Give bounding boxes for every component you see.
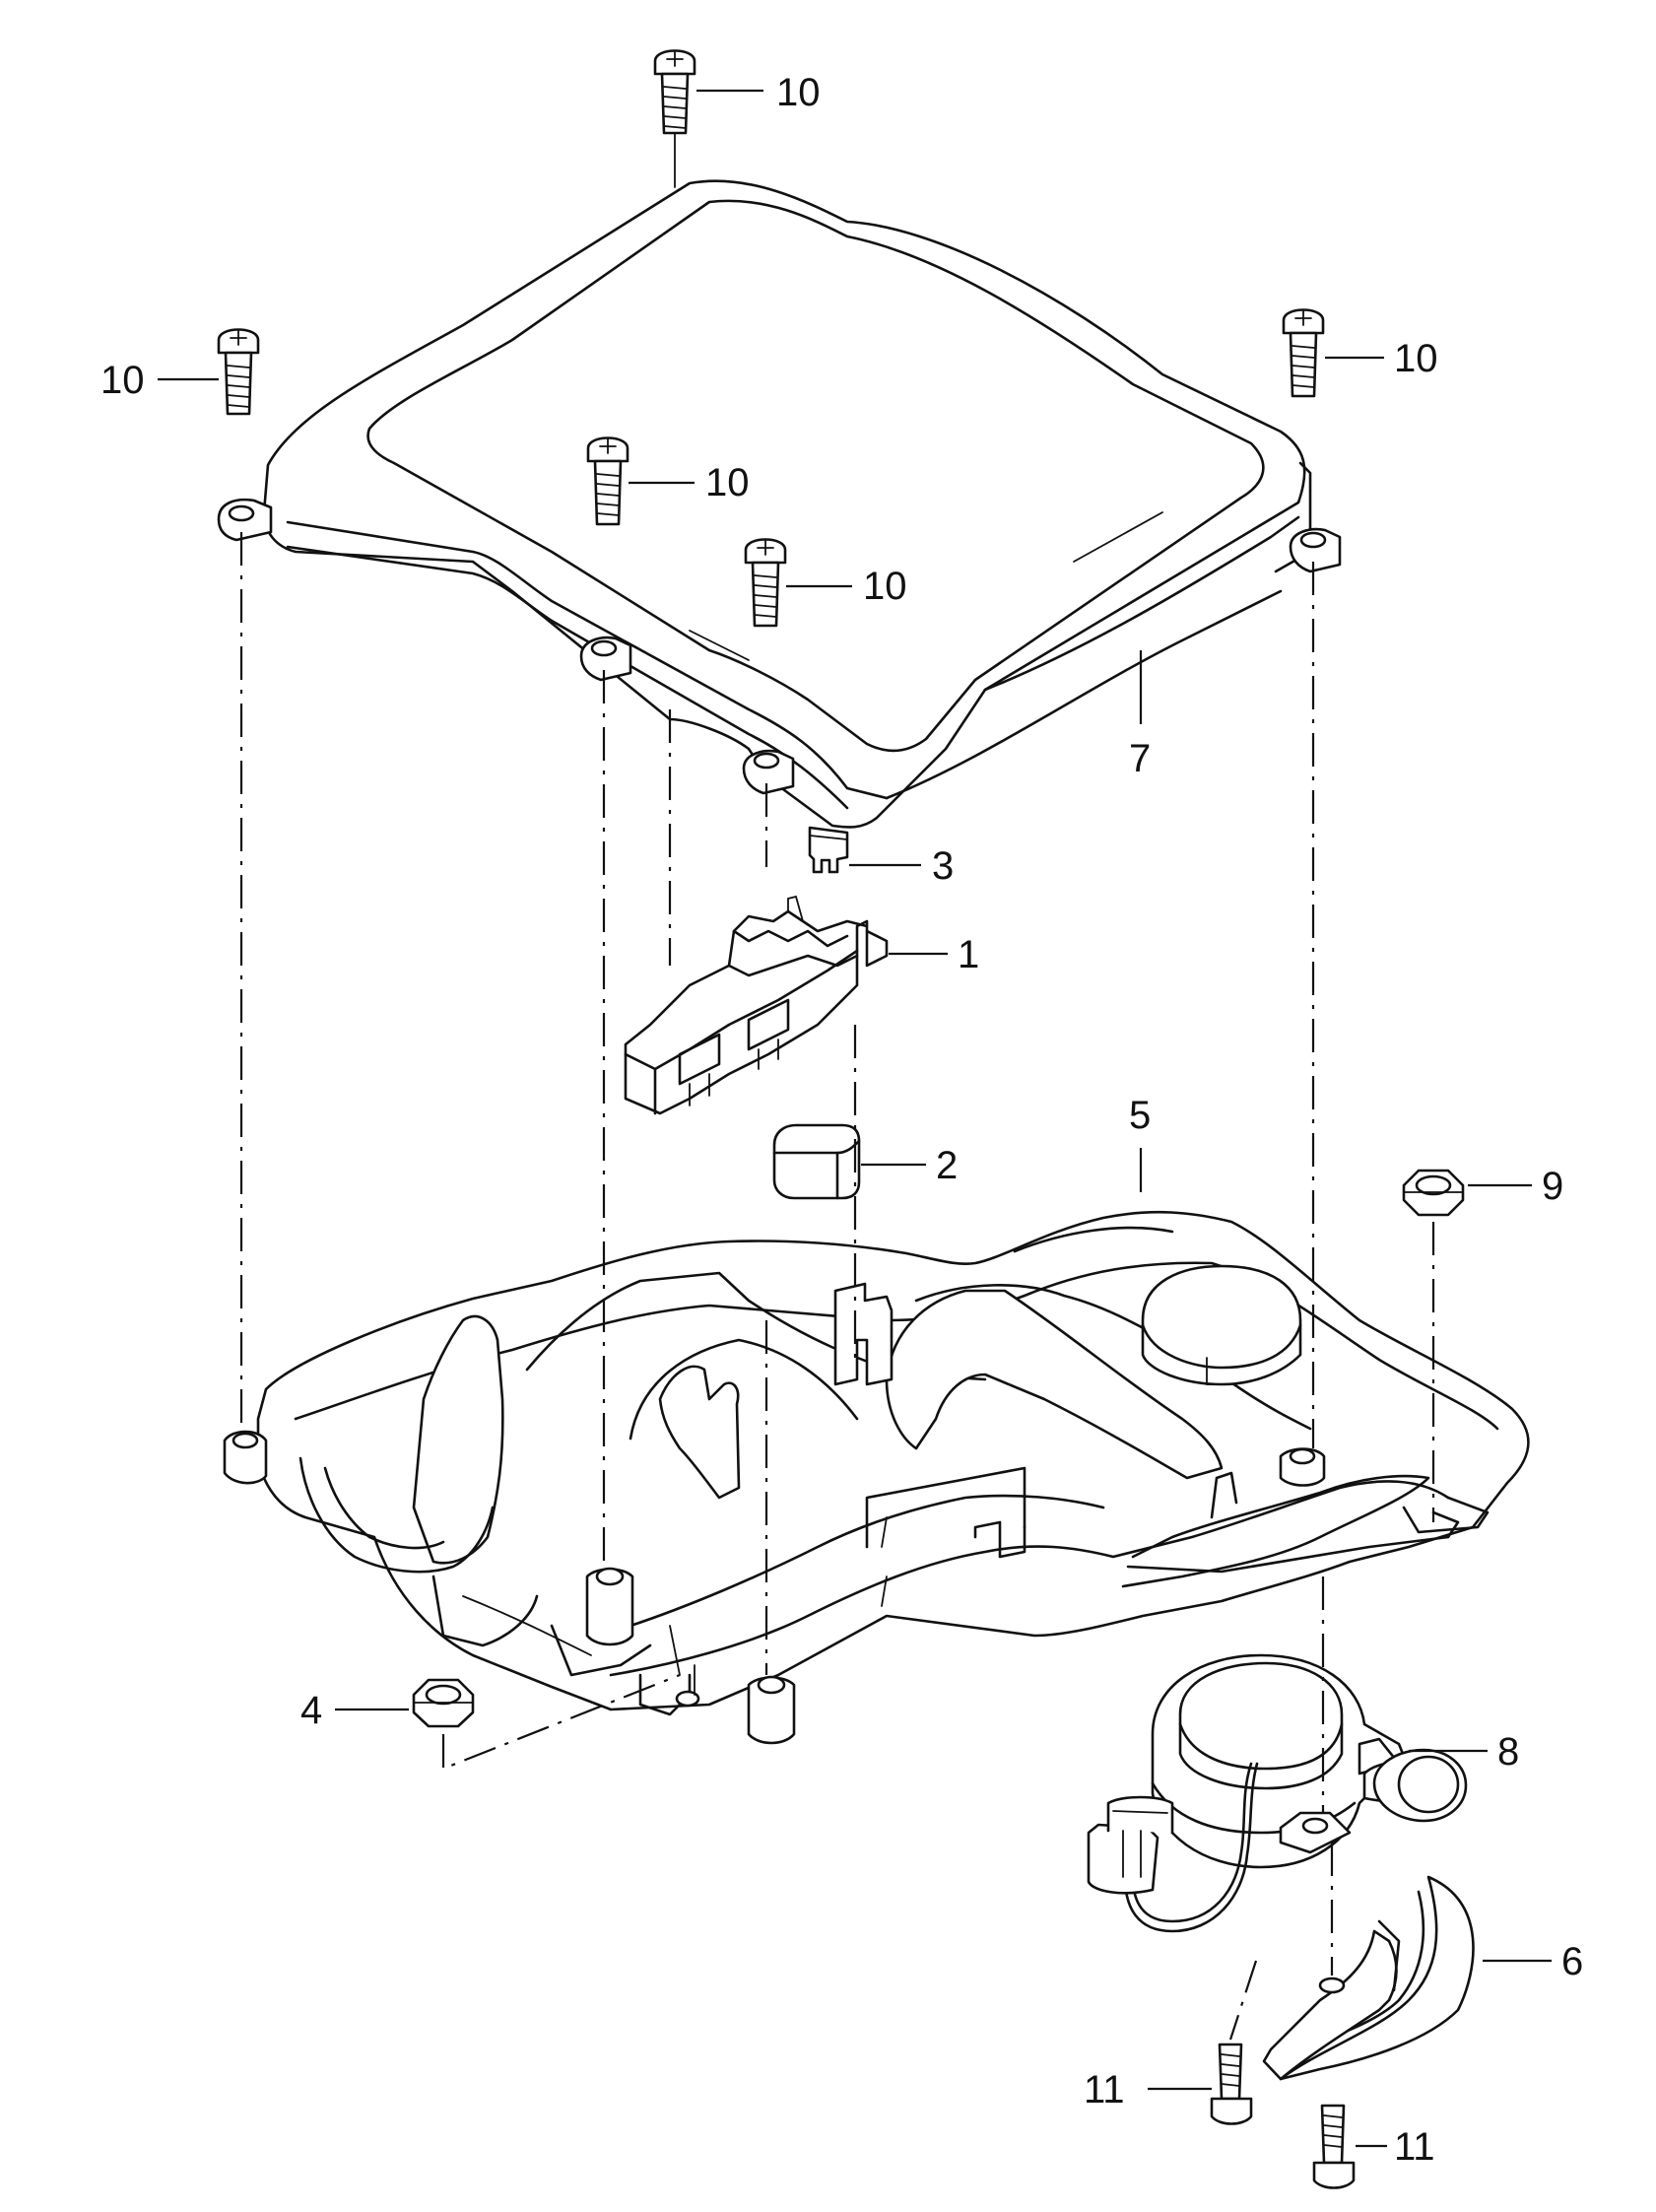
part-3-fuse: [808, 826, 849, 874]
part-4-nut: [412, 1678, 475, 1728]
callout-7: 7: [1129, 737, 1151, 780]
assembly-lines: [239, 532, 1435, 2041]
callout-10-right: 10: [1394, 337, 1438, 380]
bolt-11-left: [1210, 2043, 1253, 2125]
screw-10-top: [653, 49, 696, 188]
callout-10-center: 10: [863, 565, 907, 608]
callout-10-top: 10: [776, 71, 821, 114]
part-7-top-cover: [217, 179, 1342, 829]
callout-2: 2: [936, 1144, 958, 1187]
part-6-bracket: [1262, 1875, 1475, 2081]
callouts: 10 10 10 10 10 7 3 1 5 2 9 4 8 6 11 11: [100, 71, 1583, 2169]
leader-lines: [158, 89, 1552, 2148]
bolt-11-right: [1312, 2104, 1356, 2189]
callout-10-left: 10: [100, 359, 145, 402]
part-11-bolts: [1210, 2043, 1356, 2189]
callout-11-left: 11: [1084, 2068, 1125, 2111]
callout-6: 6: [1561, 1940, 1583, 1983]
part-10-screws: [217, 49, 1325, 628]
screw-10-left: [217, 328, 260, 416]
part-9-nut: [1402, 1169, 1465, 1217]
part-2-relay: [772, 1123, 861, 1200]
part-1-relay-carrier: [624, 895, 889, 1115]
callout-10-mid: 10: [705, 461, 750, 504]
callout-1: 1: [958, 933, 979, 976]
callout-9: 9: [1542, 1165, 1563, 1208]
callout-4: 4: [300, 1689, 322, 1732]
callout-8: 8: [1497, 1730, 1519, 1774]
callout-5: 5: [1129, 1094, 1151, 1137]
callout-11-right: 11: [1394, 2125, 1435, 2169]
part-5-lower-housing: [223, 1210, 1530, 1745]
screw-10-mid: [586, 436, 629, 526]
screw-10-right: [1282, 308, 1325, 398]
screw-10-center: [744, 538, 787, 628]
part-8-air-pump: [1087, 1653, 1468, 1933]
callout-3: 3: [932, 844, 954, 888]
